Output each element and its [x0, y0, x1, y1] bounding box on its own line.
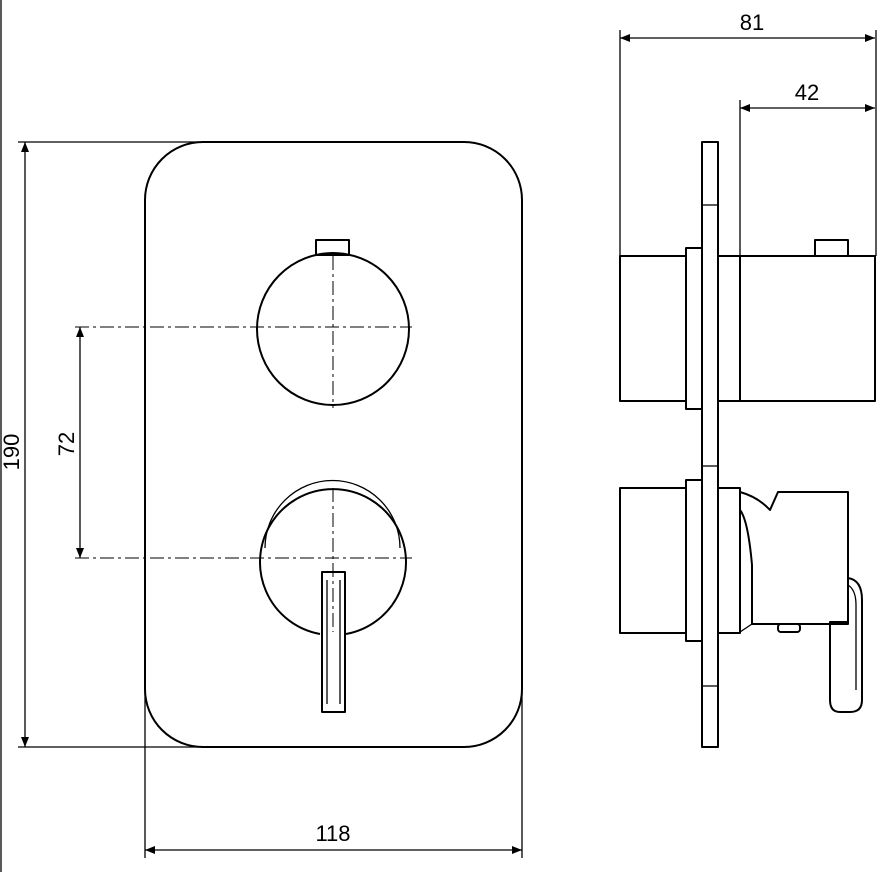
- temperature-knob: [256, 239, 410, 406]
- dimension-depth-protrusion: 42: [739, 80, 875, 256]
- temperature-knob-circle: [256, 252, 410, 406]
- dimension-label-81: 81: [740, 10, 764, 35]
- side-lever-joint: [739, 623, 753, 633]
- side-lever-handle-edge: [847, 584, 857, 690]
- front-view: [75, 141, 523, 748]
- flow-lever-circle: [259, 488, 407, 635]
- flow-lever-inner-arc: [264, 479, 401, 549]
- dimension-handle-spacing: 72: [54, 327, 84, 558]
- side-lever-handle: [829, 577, 863, 713]
- dimension-label-72: 72: [54, 432, 79, 456]
- side-upper-flange: [685, 247, 703, 410]
- cover-plate-outline: [144, 141, 523, 748]
- temperature-knob-indicator: [315, 239, 350, 256]
- side-view: [619, 141, 876, 748]
- dimension-width-front: 118: [144, 660, 523, 858]
- dimension-depth-total: 81: [619, 10, 877, 256]
- side-lever-body: [739, 491, 849, 625]
- side-lower-flange: [685, 479, 703, 642]
- dimension-height-total: 190: [0, 141, 198, 748]
- dimension-label-190: 190: [0, 434, 24, 471]
- side-lower-body-rear: [619, 487, 687, 634]
- side-lower-collar: [717, 487, 741, 634]
- dimension-lines: 190 72 118 81 42: [0, 10, 877, 858]
- side-temperature-knob: [739, 255, 876, 402]
- dimension-label-42: 42: [795, 80, 819, 105]
- side-upper-body-rear: [619, 255, 687, 402]
- dimension-label-118: 118: [315, 821, 350, 846]
- side-wall-plate: [701, 141, 719, 748]
- centerlines: [75, 256, 412, 632]
- side-upper-collar: [717, 255, 741, 402]
- side-knob-indicator: [814, 239, 849, 257]
- side-lever-screw: [777, 623, 801, 633]
